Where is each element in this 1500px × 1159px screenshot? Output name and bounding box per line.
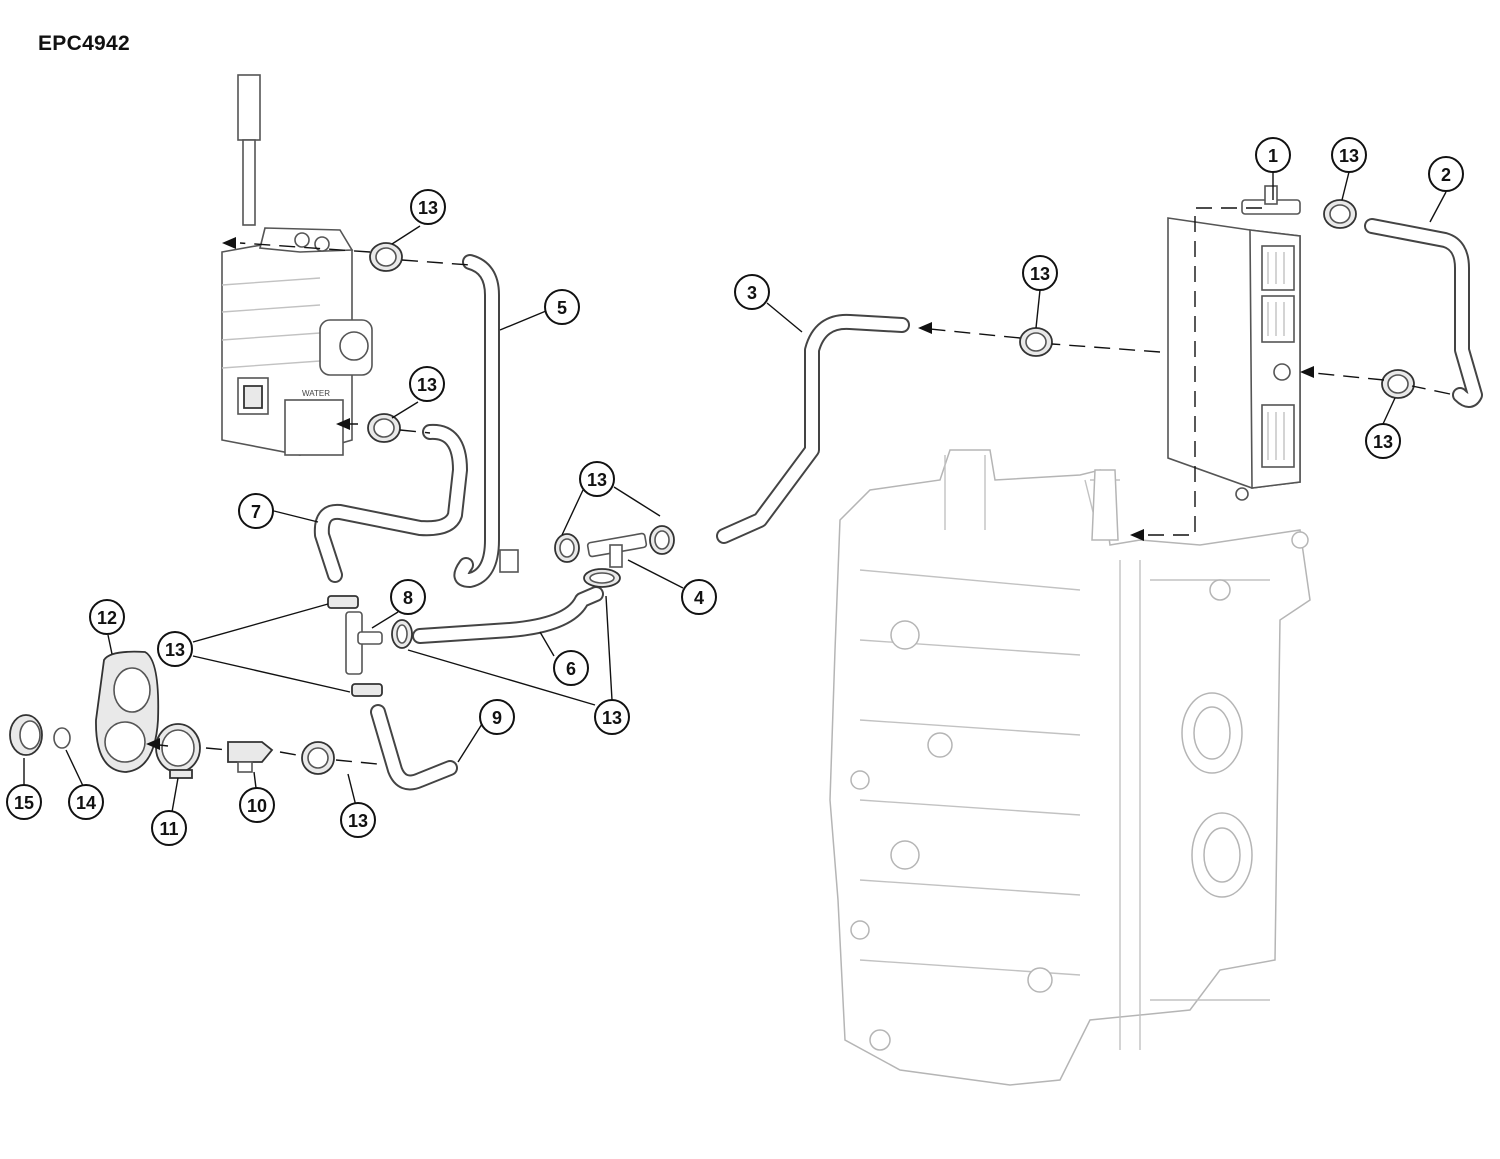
callout-13: 13: [157, 631, 193, 667]
callout-13: 13: [594, 699, 630, 735]
clamp-13: [367, 413, 401, 443]
callout-4: 4: [681, 579, 717, 615]
callout-15: 15: [6, 784, 42, 820]
callout-5: 5: [544, 289, 580, 325]
svg-text:3: 3: [747, 283, 757, 303]
svg-text:13: 13: [587, 470, 607, 490]
svg-text:6: 6: [566, 659, 576, 679]
page-title: EPC4942: [38, 32, 130, 55]
callout-13: 13: [1365, 423, 1401, 459]
svg-text:8: 8: [403, 588, 413, 608]
tee-fitting-8: [345, 611, 383, 675]
tee-fitting-1: [1241, 185, 1301, 215]
callout-2: 2: [1428, 156, 1464, 192]
svg-text:13: 13: [418, 198, 438, 218]
assembly-lines: [146, 207, 1451, 765]
clamp-13: [391, 619, 413, 649]
callout-1: 1: [1255, 137, 1291, 173]
clamp-13-group: [301, 199, 1415, 775]
svg-text:13: 13: [348, 811, 368, 831]
svg-text:10: 10: [247, 796, 267, 816]
svg-text:13: 13: [165, 640, 185, 660]
clamp-13: [351, 683, 383, 697]
hose-5: [453, 254, 519, 588]
svg-text:13: 13: [417, 375, 437, 395]
hose-9: [370, 704, 458, 791]
svg-text:15: 15: [14, 793, 34, 813]
callout-13: 13: [1331, 137, 1367, 173]
svg-text:13: 13: [1030, 264, 1050, 284]
clamp-13: [583, 568, 621, 588]
callout-13: 13: [579, 461, 615, 497]
callout-8: 8: [390, 579, 426, 615]
plug-15: [9, 714, 43, 756]
callout-9: 9: [479, 699, 515, 735]
control-module: [1167, 217, 1301, 501]
svg-text:2: 2: [1441, 165, 1451, 185]
callout-13: 13: [409, 366, 445, 402]
callout-3: 3: [734, 274, 770, 310]
callout-13: 13: [410, 189, 446, 225]
clamp-11: [155, 723, 201, 779]
callout-13: 13: [1022, 255, 1058, 291]
svg-text:5: 5: [557, 298, 567, 318]
svg-text:13: 13: [602, 708, 622, 728]
hose-3: [716, 313, 910, 544]
svg-text:1: 1: [1268, 146, 1278, 166]
svg-text:13: 13: [1373, 432, 1393, 452]
grommet-12: [95, 650, 160, 773]
callout-6: 6: [553, 650, 589, 686]
svg-text:4: 4: [694, 588, 704, 608]
clamp-13: [1323, 199, 1357, 229]
callout-13: 13: [340, 802, 376, 838]
callout-10: 10: [239, 787, 275, 823]
hose-2: [1364, 218, 1483, 408]
callout-11: 11: [151, 810, 187, 846]
clamp-13: [649, 525, 675, 555]
clamp-13: [1019, 327, 1053, 357]
svg-text:13: 13: [1339, 146, 1359, 166]
svg-text:12: 12: [97, 608, 117, 628]
o-ring-14: [53, 727, 71, 749]
hose-7: [313, 423, 468, 583]
tee-fitting-4: [586, 532, 648, 568]
hose-6: [412, 586, 604, 644]
clamp-13: [1381, 369, 1415, 399]
callout-7: 7: [238, 493, 274, 529]
callout-14: 14: [68, 784, 104, 820]
clamp-13: [554, 533, 580, 563]
svg-text:11: 11: [159, 819, 178, 839]
clamp-13: [369, 242, 403, 272]
svg-text:9: 9: [492, 708, 502, 728]
svg-text:7: 7: [251, 502, 261, 522]
clamp-13: [327, 595, 359, 609]
engine-block: [829, 449, 1311, 1086]
vapor-separator-module: WATER: [221, 74, 373, 456]
callouts: 1 13 2 13 5 3 13 13 13 7 13 4 8 12 13 6 …: [6, 137, 1464, 846]
svg-text:14: 14: [76, 793, 96, 813]
clamp-13: [301, 741, 335, 775]
leader-lines: [23, 171, 1447, 813]
callout-12: 12: [89, 599, 125, 635]
module-label: WATER: [302, 389, 330, 398]
fitting-10: [227, 741, 274, 773]
